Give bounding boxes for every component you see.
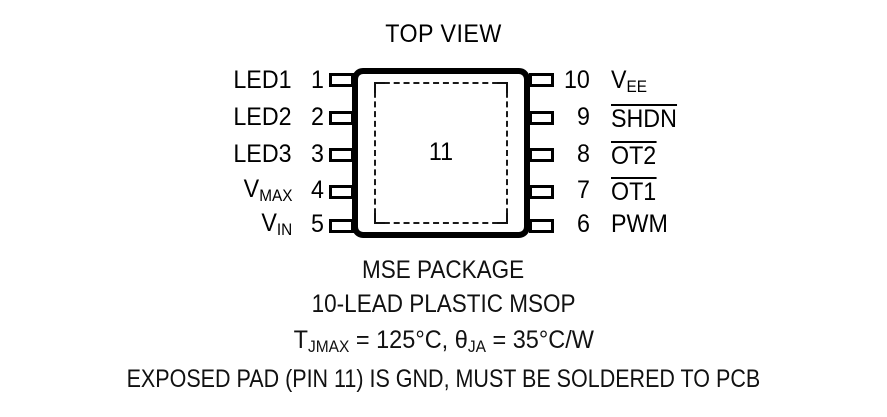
page-title: TOP VIEW <box>31 20 856 49</box>
pin-number-1: 1 <box>311 66 324 94</box>
pin-stub-4 <box>329 185 354 199</box>
pin-name-led1: LED1 <box>233 66 292 94</box>
pin-stub-5 <box>329 219 354 233</box>
pin-name-vmax: VMAX <box>243 175 292 205</box>
top-view-label: TOP VIEW <box>385 20 502 48</box>
exposed-pad-corner-bottom-right <box>497 213 508 224</box>
caption-package-type: 10-LEAD PLASTIC MSOP <box>311 290 576 318</box>
pin-name-shdn: SHDN <box>611 104 677 133</box>
pin-stub-3 <box>329 148 354 162</box>
pin-stub-10 <box>529 73 554 87</box>
pin-name-led3: LED3 <box>233 140 292 168</box>
exposed-pad-corner-bottom-left <box>374 213 385 224</box>
pin-stub-8 <box>529 148 554 162</box>
pin-number-8: 8 <box>577 140 590 168</box>
pin-name-pwm: PWM <box>611 210 668 238</box>
pin-name-vee: VEE <box>611 66 647 96</box>
pin-number-6: 6 <box>577 210 590 238</box>
exposed-pad-outline <box>374 82 508 224</box>
pin-name-ot2: OT2 <box>611 141 657 170</box>
pin-stub-6 <box>529 219 554 233</box>
pin-number-7: 7 <box>577 176 590 204</box>
pin-number-2: 2 <box>311 103 324 131</box>
pin-number-5: 5 <box>311 210 324 238</box>
pin-name-vin: VIN <box>261 209 292 239</box>
pin-stub-1 <box>329 73 354 87</box>
pin-number-10: 10 <box>564 66 590 94</box>
caption-thermal-spec: TJMAX = 125°C, θJA = 35°C/W <box>293 326 594 356</box>
pin-number-3: 3 <box>311 140 324 168</box>
pin-name-led2: LED2 <box>233 103 292 131</box>
exposed-pad-corner-top-left <box>374 82 385 93</box>
pin-stub-2 <box>329 111 354 125</box>
exposed-pad-corner-top-right <box>497 82 508 93</box>
exposed-pad-number: 11 <box>379 138 504 167</box>
exposed-pad-number-text: 11 <box>428 138 454 166</box>
pin-name-ot1: OT1 <box>611 177 657 206</box>
pin-number-4: 4 <box>311 176 324 204</box>
pin-stub-7 <box>529 185 554 199</box>
caption-exposed-pad-note: EXPOSED PAD (PIN 11) IS GND, MUST BE SOL… <box>126 365 761 393</box>
pin-number-9: 9 <box>577 103 590 131</box>
package-body-outline <box>352 68 530 238</box>
caption-package-name: MSE PACKAGE <box>362 256 525 284</box>
pin-stub-9 <box>529 111 554 125</box>
